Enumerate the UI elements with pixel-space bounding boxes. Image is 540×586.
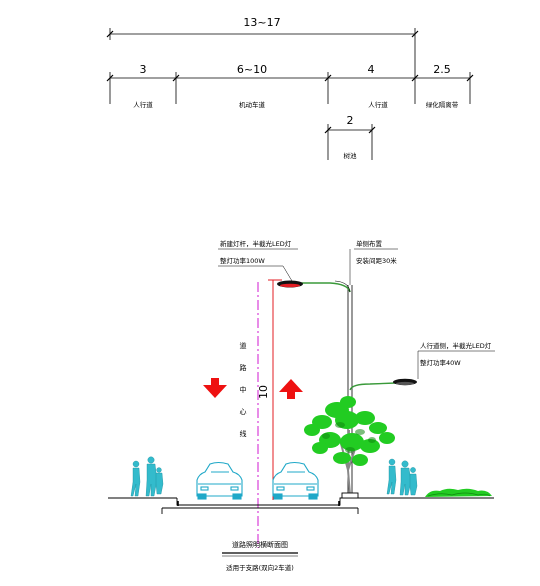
label-sidewalk-left: 人行道 bbox=[133, 100, 153, 109]
arrow-up-icon bbox=[279, 379, 303, 399]
side-lamp-desc-1: 人行道侧，半截光LED灯 bbox=[420, 341, 492, 350]
car-left-icon bbox=[196, 461, 243, 500]
side-lamp-head-icon bbox=[393, 378, 417, 386]
label-motorway: 机动车道 bbox=[239, 100, 266, 109]
pedestrians-left-icon bbox=[130, 456, 164, 497]
main-lamp-desc-2: 整灯功率100W bbox=[220, 256, 265, 265]
caption-subtitle: 适用于支路(双向2车道) bbox=[226, 563, 294, 572]
pedestrians-right-icon bbox=[386, 458, 418, 496]
centerline-label: 道 路 中 心 线 bbox=[240, 341, 247, 438]
arrow-down-icon bbox=[203, 378, 227, 398]
green-belt-hedge-icon bbox=[425, 488, 494, 499]
pole-desc-2: 安装间距30米 bbox=[356, 256, 397, 265]
dim-tree-pool: 2 bbox=[347, 114, 354, 127]
label-tree-pool: 树池 bbox=[344, 151, 358, 160]
street-tree-icon bbox=[304, 396, 395, 496]
label-green-belt: 绿化隔离带 bbox=[426, 100, 459, 109]
pole-height-label: 10 bbox=[257, 385, 270, 399]
centerline-char-4: 心 bbox=[240, 408, 247, 416]
centerline-char-3: 中 bbox=[240, 385, 247, 394]
centerline-char-1: 道 bbox=[240, 341, 247, 350]
side-lamp-desc-2: 整灯功率40W bbox=[420, 358, 461, 367]
caption-title: 道路照明横断面图 bbox=[232, 540, 288, 549]
dim-green-belt: 2.5 bbox=[433, 63, 451, 76]
dim-total: 13~17 bbox=[243, 16, 280, 29]
dim-motorway: 6~10 bbox=[237, 63, 267, 76]
centerline-char-5: 线 bbox=[240, 429, 247, 438]
pole-desc-1: 单侧布置 bbox=[356, 239, 383, 248]
centerline-char-2: 路 bbox=[240, 363, 247, 372]
dim-sidewalk-right: 4 bbox=[368, 63, 375, 76]
label-sidewalk-right: 人行道 bbox=[368, 100, 388, 109]
main-lamp-desc-1: 新建灯杆，半截光LED灯 bbox=[220, 239, 292, 248]
dim-sidewalk-left: 3 bbox=[140, 63, 147, 76]
main-lamp-head-icon bbox=[277, 280, 303, 288]
car-right-icon bbox=[272, 461, 319, 500]
dimension-diagram bbox=[106, 28, 474, 160]
road-ground-profile bbox=[108, 492, 425, 514]
